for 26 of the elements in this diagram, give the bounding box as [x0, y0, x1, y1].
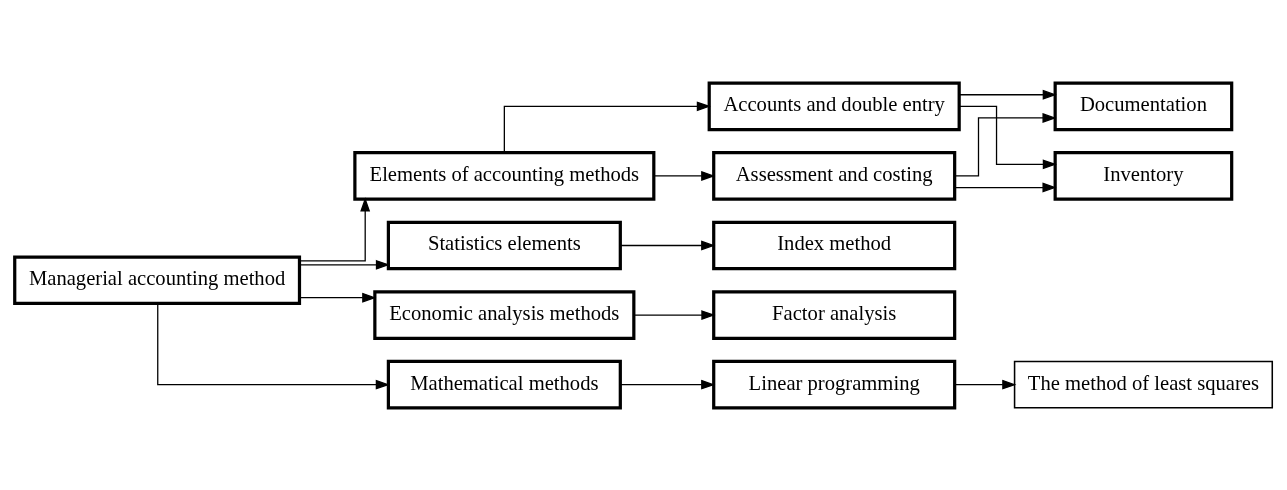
arrow	[653, 170, 716, 181]
node-box: Linear programming	[712, 359, 957, 409]
arrow	[299, 196, 371, 262]
node-box: The method of least squares	[1013, 360, 1274, 409]
arrow	[503, 100, 711, 153]
arrow	[958, 105, 1057, 169]
arrow	[954, 112, 1057, 177]
node-box: Accounts and double entry	[707, 81, 961, 131]
node-box: Managerial accounting method	[13, 255, 302, 305]
node-box: Index method	[712, 220, 957, 270]
arrow	[299, 292, 377, 303]
node-box: Inventory	[1053, 150, 1234, 201]
arrow	[958, 89, 1057, 100]
node-box: Documentation	[1053, 81, 1234, 131]
arrow	[954, 182, 1057, 192]
node-box: Assessment and costing	[712, 150, 957, 201]
arrow	[620, 379, 716, 390]
arrow	[954, 379, 1017, 390]
node-box: Statistics elements	[386, 220, 622, 270]
arrow	[157, 302, 390, 390]
node-box: Factor analysis	[712, 289, 957, 340]
node-box: Mathematical methods	[386, 359, 622, 409]
node-box: Elements of accounting methods	[353, 150, 656, 201]
node-box: Economic analysis methods	[373, 289, 636, 340]
arrow	[620, 240, 716, 250]
arrow	[633, 309, 716, 320]
